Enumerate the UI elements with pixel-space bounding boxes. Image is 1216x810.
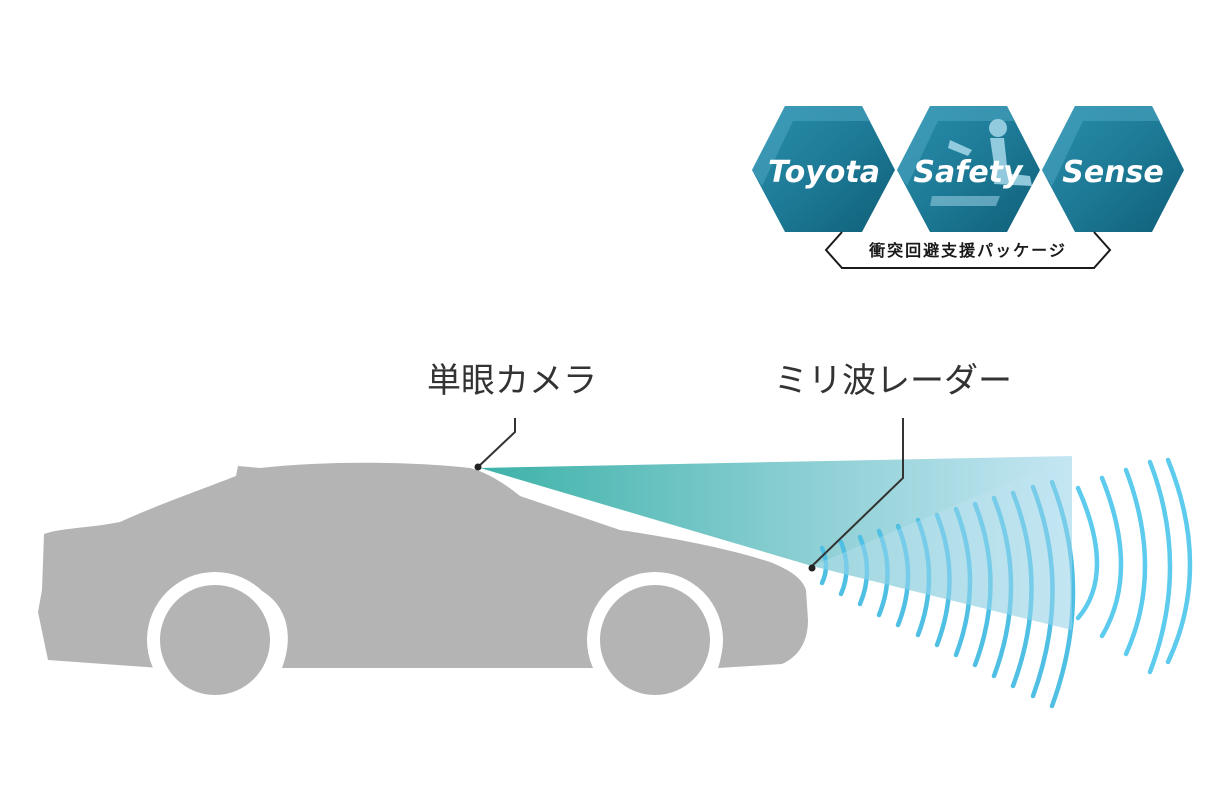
car-silhouette <box>38 462 808 708</box>
car-underbody-gap <box>283 668 600 672</box>
radar-waves <box>819 457 1193 709</box>
radar-wave <box>1049 479 1076 709</box>
logo-word-toyota: Toyota <box>768 155 880 190</box>
radar-label: ミリ波レーダー <box>774 361 1012 401</box>
radar-wave <box>1010 490 1034 689</box>
radar-wave <box>1075 485 1100 621</box>
logo-hexagon-toyota: Toyota <box>752 106 895 232</box>
radar-position-dot <box>808 564 816 572</box>
car-body <box>38 462 808 668</box>
radar-wave <box>991 495 1014 679</box>
camera-beam-overlay <box>812 456 1072 630</box>
rear-wheel <box>160 585 270 695</box>
radar-wave <box>1123 467 1148 657</box>
radar-wave <box>915 517 932 638</box>
logo-hexagon-sense: Sense <box>1042 106 1184 232</box>
radar-wave <box>838 539 849 597</box>
logo-hexagon-safety: Safety <box>897 106 1040 232</box>
radar-wave <box>857 534 870 607</box>
radar-wave <box>1147 459 1173 675</box>
logo-word-safety: Safety <box>913 155 1024 190</box>
camera-leader-line <box>477 418 516 468</box>
radar-wave <box>1030 484 1055 699</box>
logo-tagline: 衝突回避支援パッケージ <box>868 241 1067 260</box>
camera-callout: 単眼カメラ <box>427 361 597 471</box>
radar-wave <box>972 501 993 668</box>
camera-label: 単眼カメラ <box>427 361 597 401</box>
radar-callout: ミリ波レーダー <box>774 361 1012 572</box>
radar-wave <box>1165 457 1193 665</box>
radar-wave <box>819 545 829 586</box>
camera-detection-beam <box>480 456 1072 630</box>
radar-leader-line <box>811 418 904 567</box>
radar-wave <box>876 528 890 618</box>
radar-wave <box>953 506 973 658</box>
radar-wave <box>934 512 952 648</box>
seated-driver-icon <box>930 119 1032 206</box>
front-wheel <box>600 585 710 695</box>
toyota-safety-sense-logo: Toyota Safety Sense 衝突回避支援パッケージ <box>752 106 1184 269</box>
logo-tagline-banner: 衝突回避支援パッケージ <box>824 231 1112 269</box>
radar-wave <box>895 523 911 628</box>
logo-word-sense: Sense <box>1062 155 1164 190</box>
radar-wave <box>1099 475 1124 639</box>
camera-position-dot <box>474 463 482 471</box>
